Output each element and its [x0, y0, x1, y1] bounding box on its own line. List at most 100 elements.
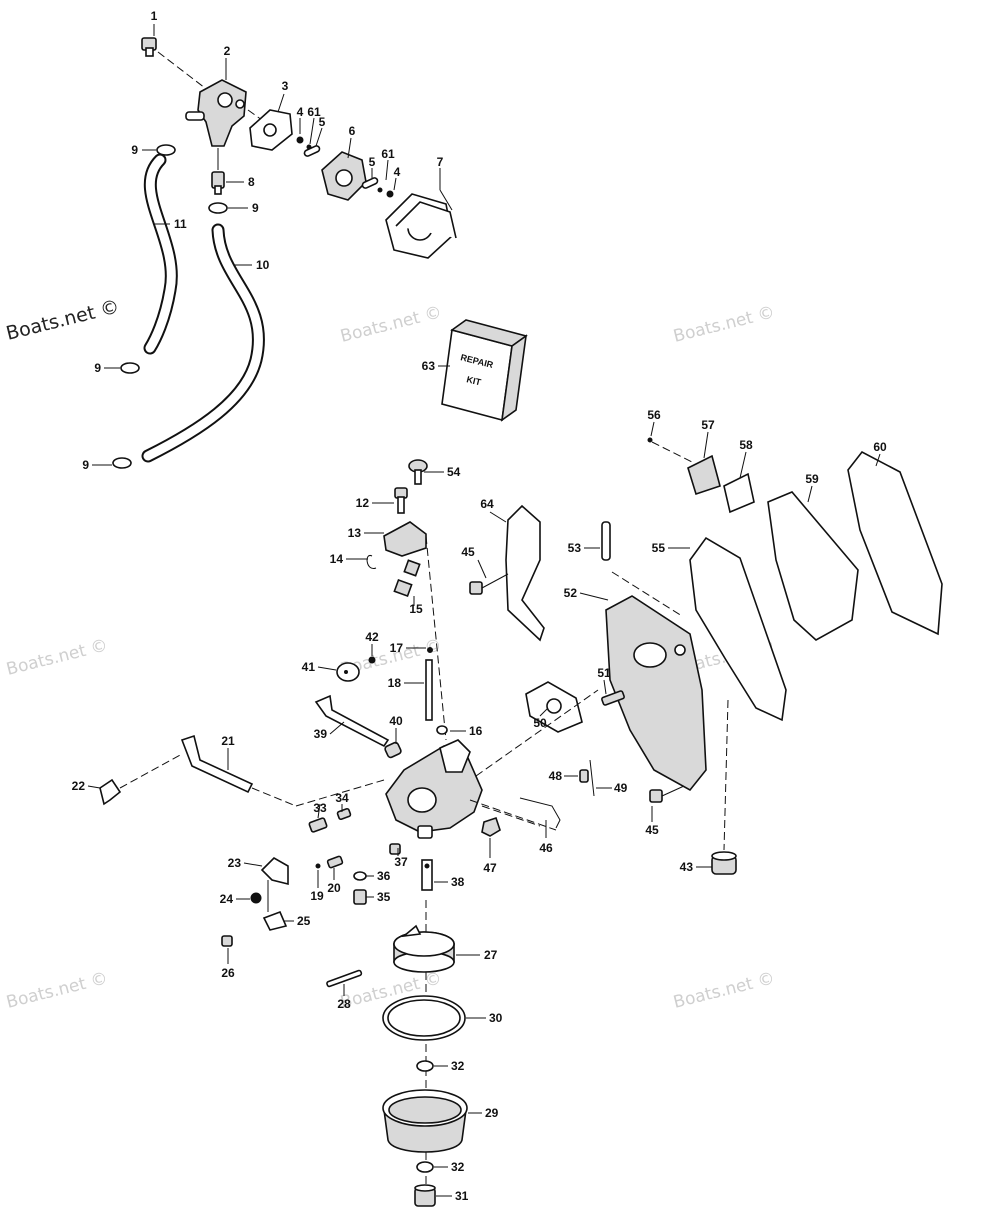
callout-64: 64 — [480, 497, 494, 511]
callout-55: 55 — [652, 541, 666, 555]
callout-43: 43 — [680, 860, 694, 874]
callout-29: 29 — [485, 1106, 499, 1120]
part-reed-block-59 — [767, 491, 859, 641]
part-nozzle-38 — [421, 859, 433, 891]
callout-21: 21 — [221, 734, 235, 748]
part-washer-32 — [416, 1161, 434, 1173]
callout-25: 25 — [297, 914, 311, 928]
watermark: Boats.net © — [338, 302, 443, 346]
callout-26: 26 — [221, 966, 235, 980]
callout-12: 12 — [356, 496, 370, 510]
part-ball-19 — [315, 863, 321, 869]
callout-15: 15 — [409, 602, 423, 616]
part-gaskets-7 — [385, 193, 457, 259]
part-reed-58 — [723, 472, 755, 514]
callout-54: 54 — [447, 465, 461, 479]
callout-1: 1 — [151, 9, 158, 23]
callout-10: 10 — [256, 258, 270, 272]
callout-37: 37 — [394, 855, 408, 869]
part-gasket-30 — [382, 995, 466, 1041]
callout-57: 57 — [701, 418, 715, 432]
part-plug-43 — [711, 851, 737, 875]
callout-9: 9 — [252, 201, 259, 215]
callout-9: 9 — [82, 458, 89, 472]
callout-24: 24 — [220, 892, 234, 906]
callout-20: 20 — [327, 881, 341, 895]
callout-48: 48 — [549, 769, 563, 783]
callout-60: 60 — [873, 440, 887, 454]
callout-59: 59 — [805, 472, 819, 486]
callout-9: 9 — [94, 361, 101, 375]
part-pump-body-6 — [321, 151, 367, 201]
part-screw-45 — [469, 573, 509, 595]
part-nut-47 — [481, 816, 501, 837]
part-carburetor-body — [385, 739, 483, 839]
part-screw-1 — [141, 37, 157, 57]
callout-28: 28 — [337, 997, 351, 1011]
callout-16: 16 — [469, 724, 483, 738]
callout-18: 18 — [388, 676, 402, 690]
part-clip-48 — [579, 769, 589, 783]
part-drain-screw-31 — [414, 1184, 436, 1207]
part-clamp-9 — [208, 202, 228, 214]
part-screw-35 — [353, 889, 367, 905]
callout-30: 30 — [489, 1011, 503, 1025]
callout-33: 33 — [313, 801, 327, 815]
watermark: Boats.net © — [671, 302, 776, 346]
callout-17: 17 — [390, 641, 404, 655]
part-rod-46 — [519, 797, 561, 829]
callout-51: 51 — [597, 666, 611, 680]
part-washer-61 — [377, 187, 383, 193]
part-choke-shaft-21 — [180, 734, 254, 794]
part-throttle-shaft-39 — [314, 694, 390, 748]
callout-4: 4 — [394, 165, 401, 179]
callout-13: 13 — [348, 526, 362, 540]
watermark-main: Boats.net © — [4, 295, 122, 344]
part-spring-17 — [427, 647, 433, 653]
part-gasket-50 — [525, 681, 583, 733]
callout-9: 9 — [131, 143, 138, 157]
callout-4: 4 — [297, 105, 304, 119]
callout-14: 14 — [330, 552, 344, 566]
part-clamp-9 — [156, 144, 176, 156]
part-pin-28 — [326, 969, 363, 988]
part-stud-51 — [601, 690, 625, 706]
callout-31: 31 — [455, 1189, 469, 1203]
part-intake-manifold-52 — [605, 595, 707, 792]
callout-40: 40 — [389, 714, 403, 728]
callout-22: 22 — [72, 779, 86, 793]
callout-41: 41 — [302, 660, 316, 674]
part-screw-42 — [368, 656, 376, 664]
callout-34: 34 — [335, 791, 349, 805]
part-screw-4 — [386, 190, 394, 198]
part-clamp-9 — [112, 457, 132, 469]
part-float-27 — [393, 924, 455, 973]
part-gasket-60 — [847, 450, 943, 636]
callout-27: 27 — [484, 948, 498, 962]
callout-52: 52 — [564, 586, 578, 600]
part-link-22 — [99, 778, 122, 806]
part-washer-36 — [353, 871, 367, 881]
watermark: Boats.net © — [671, 968, 776, 1012]
callout-32: 32 — [451, 1059, 465, 1073]
callout-53: 53 — [568, 541, 582, 555]
callout-39: 39 — [314, 727, 328, 741]
part-nut-24 — [250, 892, 262, 904]
part-spring-40 — [384, 741, 402, 759]
part-repair-kit-63: REPAIR KIT — [441, 319, 528, 422]
callout-3: 3 — [282, 79, 289, 93]
callout-5: 5 — [369, 155, 376, 169]
callout-61: 61 — [307, 105, 321, 119]
watermark: Boats.net © — [4, 635, 109, 679]
part-valve-5 — [361, 177, 379, 189]
part-pin-53 — [601, 521, 611, 561]
callout-36: 36 — [377, 869, 391, 883]
part-bracket-64 — [505, 504, 545, 642]
part-screw-45 — [649, 785, 685, 803]
callout-63: 63 — [422, 359, 436, 373]
part-spring-49 — [589, 759, 595, 797]
part-link-13 — [383, 521, 427, 557]
callout-56: 56 — [647, 408, 661, 422]
part-choke-lever-23 — [260, 857, 289, 886]
